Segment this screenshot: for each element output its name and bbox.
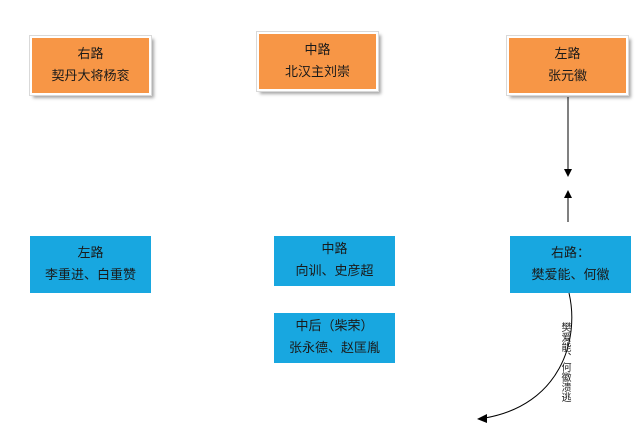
- zhou-right-wing-commanders: 樊爱能、何徽: [531, 267, 610, 283]
- zhou-center-commanders: 向训、史彦超: [295, 264, 374, 279]
- enemy-left-wing-title: 左路: [554, 46, 581, 62]
- attack-arrow: [564, 97, 572, 177]
- zhou-right-wing-title: 右路：: [550, 245, 590, 261]
- enemy-left-wing-box: 左路 张元徽: [506, 35, 629, 96]
- enemy-left-wing-commander: 张元徽: [547, 68, 587, 84]
- enemy-center-commander: 北汉主刘崇: [284, 64, 350, 80]
- enemy-right-wing-title: 右路: [77, 46, 104, 62]
- arrow-up-icon: [564, 190, 572, 198]
- zhou-left-wing-commanders: 李重进、白重赞: [44, 267, 136, 283]
- enemy-right-wing-box: 右路 契丹大将杨衮: [29, 35, 152, 96]
- zhou-right-wing-box: 右路： 樊爱能、何徽: [510, 236, 631, 293]
- zhou-left-wing-box: 左路 李重进、白重赞: [30, 236, 151, 293]
- rout-arrow: [477, 292, 573, 423]
- enemy-right-wing-commander: 契丹大将杨衮: [51, 68, 130, 84]
- zhou-center-title: 中路: [321, 242, 348, 257]
- enemy-center-title: 中路: [304, 42, 331, 58]
- zhou-left-wing-title: 左路: [77, 245, 104, 261]
- zhou-center-box: 中路 向训、史彦超: [274, 236, 395, 286]
- zhou-rear-commanders: 张永德、赵匡胤: [288, 341, 380, 356]
- counter-arrow: [564, 190, 572, 222]
- rout-label: 樊爱能、何徽溃逃: [559, 322, 570, 402]
- enemy-center-box: 中路 北汉主刘崇: [256, 31, 379, 92]
- arrow-left-icon: [477, 414, 487, 423]
- arrow-down-icon: [564, 169, 572, 177]
- zhou-rear-box: 中后（柴荣） 张永德、赵匡胤: [274, 313, 395, 363]
- zhou-rear-title: 中后（柴荣）: [295, 319, 374, 334]
